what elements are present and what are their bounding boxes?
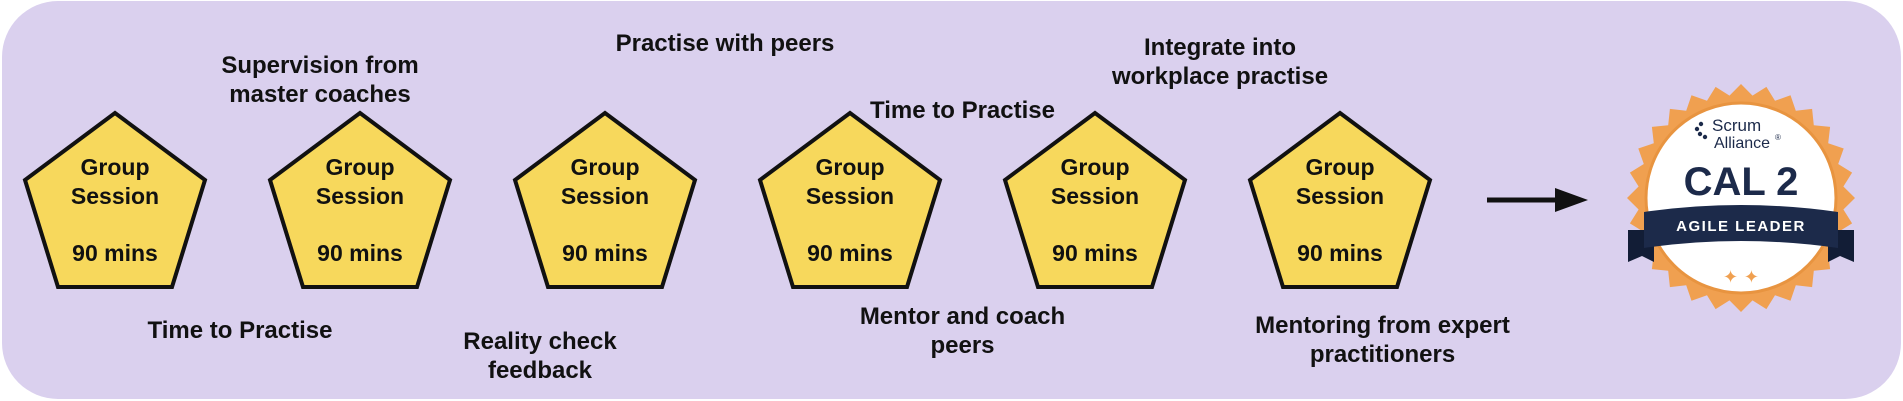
label-time-to-practise-top: Time to Practise [870, 97, 1055, 124]
label-time-to-practise-bottom: Time to Practise [147, 317, 333, 344]
badge-ribbon: AGILE LEADER [1628, 205, 1854, 262]
svg-text:AGILE LEADER: AGILE LEADER [1676, 218, 1806, 235]
session-pentagon-5: Group Session 90 mins [1000, 110, 1190, 290]
arrow-right-icon [1485, 185, 1590, 220]
scrum-alliance-logo-icon: Scrum Alliance ® [1694, 116, 1781, 152]
svg-text:Alliance: Alliance [1714, 135, 1770, 152]
badge-stars-icon: ✦ ✦ [1723, 267, 1759, 288]
svg-text:Scrum: Scrum [1712, 116, 1761, 135]
svg-text:®: ® [1775, 133, 1781, 142]
session-pentagon-6: Group Session 90 mins [1245, 110, 1435, 290]
session-pentagon-3: Group Session 90 mins [510, 110, 700, 290]
label-practise-with-peers: Practise with peers [615, 30, 835, 57]
session-pentagon-4: Group Session 90 mins [755, 110, 945, 290]
cal2-certification-badge: Scrum Alliance ® CAL 2 AGILE LEADER ✦ ✦ [1616, 80, 1861, 325]
session-pentagon-2: Group Session 90 mins [265, 110, 455, 290]
session-pentagon-1: Group Session 90 mins [20, 110, 210, 290]
badge-cert-title: CAL 2 [1684, 160, 1799, 204]
